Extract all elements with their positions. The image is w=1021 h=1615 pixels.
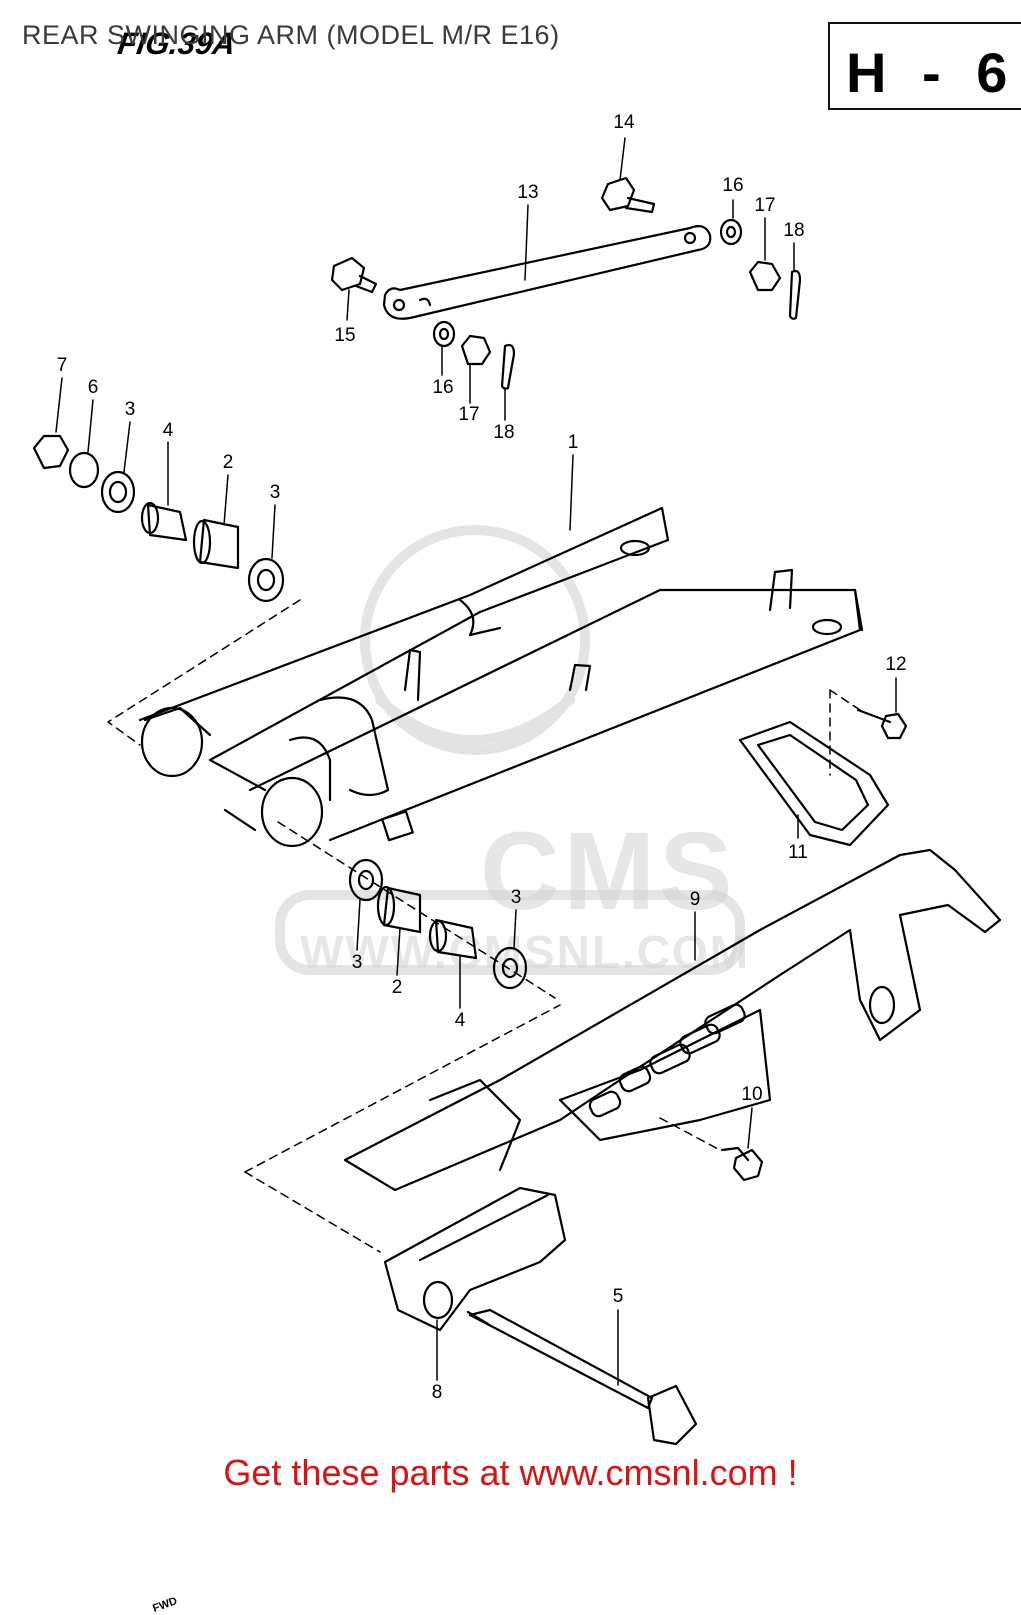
fwd-label: FWD [151,1595,179,1615]
callout-5: 5 [612,1286,624,1307]
cotter-pin-18b [500,343,516,390]
nut-17a [748,260,782,292]
chain-case-9 [343,848,1002,1192]
callout-12: 12 [885,654,907,675]
chain-guard-11 [738,720,890,847]
bolt-10 [720,1146,764,1182]
callout-7: 7 [56,355,68,376]
bushing-4b [428,918,478,960]
callout-8: 8 [431,1382,443,1403]
callout-2: 2 [391,977,403,998]
bolt-12 [856,708,908,740]
callout-2: 2 [222,452,234,473]
callout-3: 3 [351,952,363,973]
page-code-box [828,22,1021,110]
swing-arm [138,506,864,848]
washer-16a [719,218,743,246]
cotter-pin-18a [788,269,802,320]
watermark-helmet-icon [275,525,745,975]
chain-slider-8 [383,1186,567,1332]
callout-17: 17 [754,195,776,216]
watermark-brand: CMS [480,810,737,933]
washer-6 [68,451,100,489]
seal-3c [348,858,384,902]
callout-3: 3 [510,887,522,908]
callout-4: 4 [454,1010,466,1031]
callout-1: 1 [567,432,579,453]
seal-3a [100,470,136,514]
nut-7 [32,434,70,470]
seal-3b [247,557,285,603]
nut-17b [460,334,492,366]
bolt-15 [330,256,378,294]
axle-5 [466,1308,698,1446]
spacer-2b [376,885,422,934]
callout-17: 17 [458,404,480,425]
callout-15: 15 [334,325,356,346]
callout-16: 16 [722,175,744,196]
torque-rod [382,225,712,320]
callout-18: 18 [493,422,515,443]
spacer-2a [192,518,240,570]
page-title: REAR SWINGING ARM (MODEL M/R E16) [22,20,560,50]
callout-13: 13 [517,182,539,203]
callout-11: 11 [788,842,808,863]
bolt-14 [600,176,656,214]
callout-18: 18 [783,220,805,241]
page-code: H - 6 [846,41,1018,104]
seal-3d [492,946,528,990]
callout-6: 6 [87,377,99,398]
callout-3: 3 [124,399,136,420]
callout-9: 9 [689,889,701,910]
parts-diagram [32,137,1002,1446]
footer-link[interactable]: Get these parts at www.cmsnl.com ! [223,1452,798,1493]
bushing-4a [140,501,188,542]
washer-16b [432,320,456,348]
callout-3: 3 [269,482,281,503]
callout-14: 14 [613,112,635,133]
callout-16: 16 [432,377,454,398]
callout-4: 4 [162,420,174,441]
callout-10: 10 [741,1084,763,1105]
